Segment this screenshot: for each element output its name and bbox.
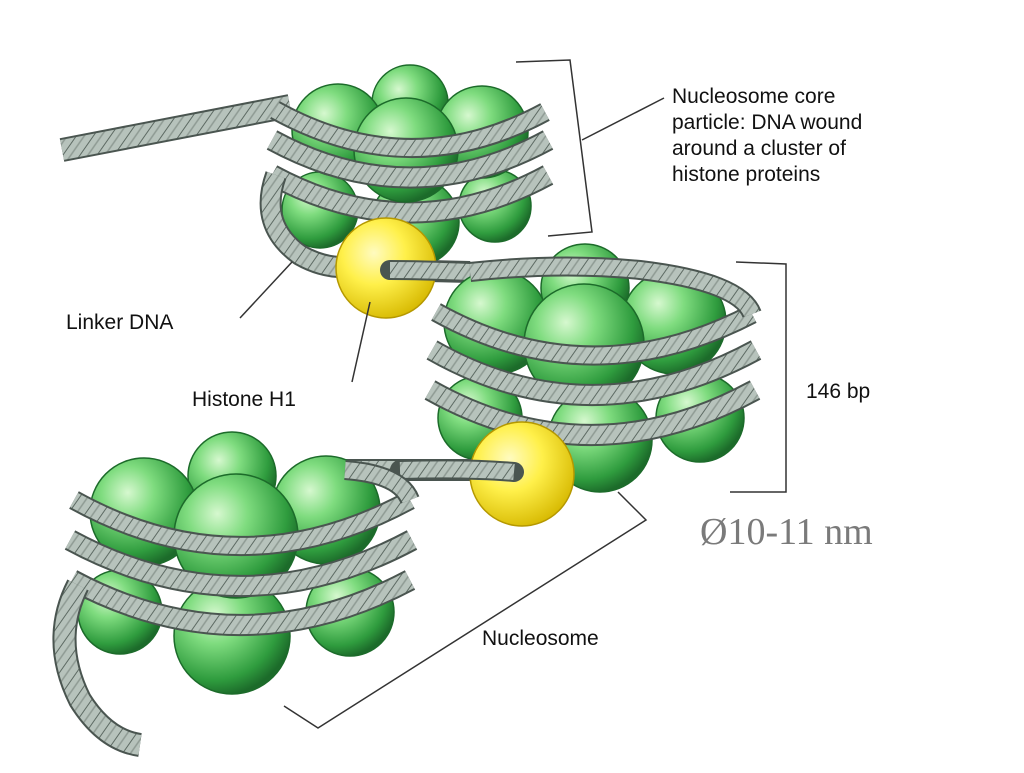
dna-wrap [432,305,756,364]
core-particle-label-line: around a cluster of [672,137,846,160]
dna-exit-strand [54,580,142,755]
core-particle-bracket [515,59,593,237]
diameter-label: Ø10-11 nm [700,511,873,553]
histone-h1-label: Histone H1 [192,388,296,411]
linker-dna-over-h1 [389,262,471,280]
dna-wrap [469,258,760,318]
core-particle-leader [581,97,665,141]
dna-wrap [427,342,761,404]
dna-wrap [70,492,414,554]
nucleosome-top [259,64,554,278]
base-pairs-label: 146 bp [806,380,871,403]
nucleosome-bottom [52,431,420,757]
linker-dna-label: Linker DNA [66,311,174,334]
dna-wrap [271,103,549,156]
core-particle-label-line: Nucleosome core [672,85,836,108]
dna-wrap [267,167,553,222]
dna-entry-strand [59,94,293,162]
bp-bracket [730,261,787,493]
dna-wrap [65,532,417,595]
annotation-lines [239,59,787,729]
dna-wrap [67,572,415,634]
dna-wrap [344,462,418,504]
linker-dna-over-h1 [399,461,515,480]
nucleosome-middle [424,243,762,493]
histone-h1-leader [351,301,371,383]
core-particle-label: Nucleosome core particle: DNA wound arou… [672,84,1002,188]
dna-wrap [425,382,760,444]
core-particle-label-line: particle: DNA wound [672,111,863,134]
nucleosome-bracket [283,491,648,729]
core-particle-label-line: histone proteins [672,163,821,186]
nucleosome-label: Nucleosome [482,627,599,650]
linker-dna-leader [239,261,293,319]
dna-wrap [267,132,553,187]
